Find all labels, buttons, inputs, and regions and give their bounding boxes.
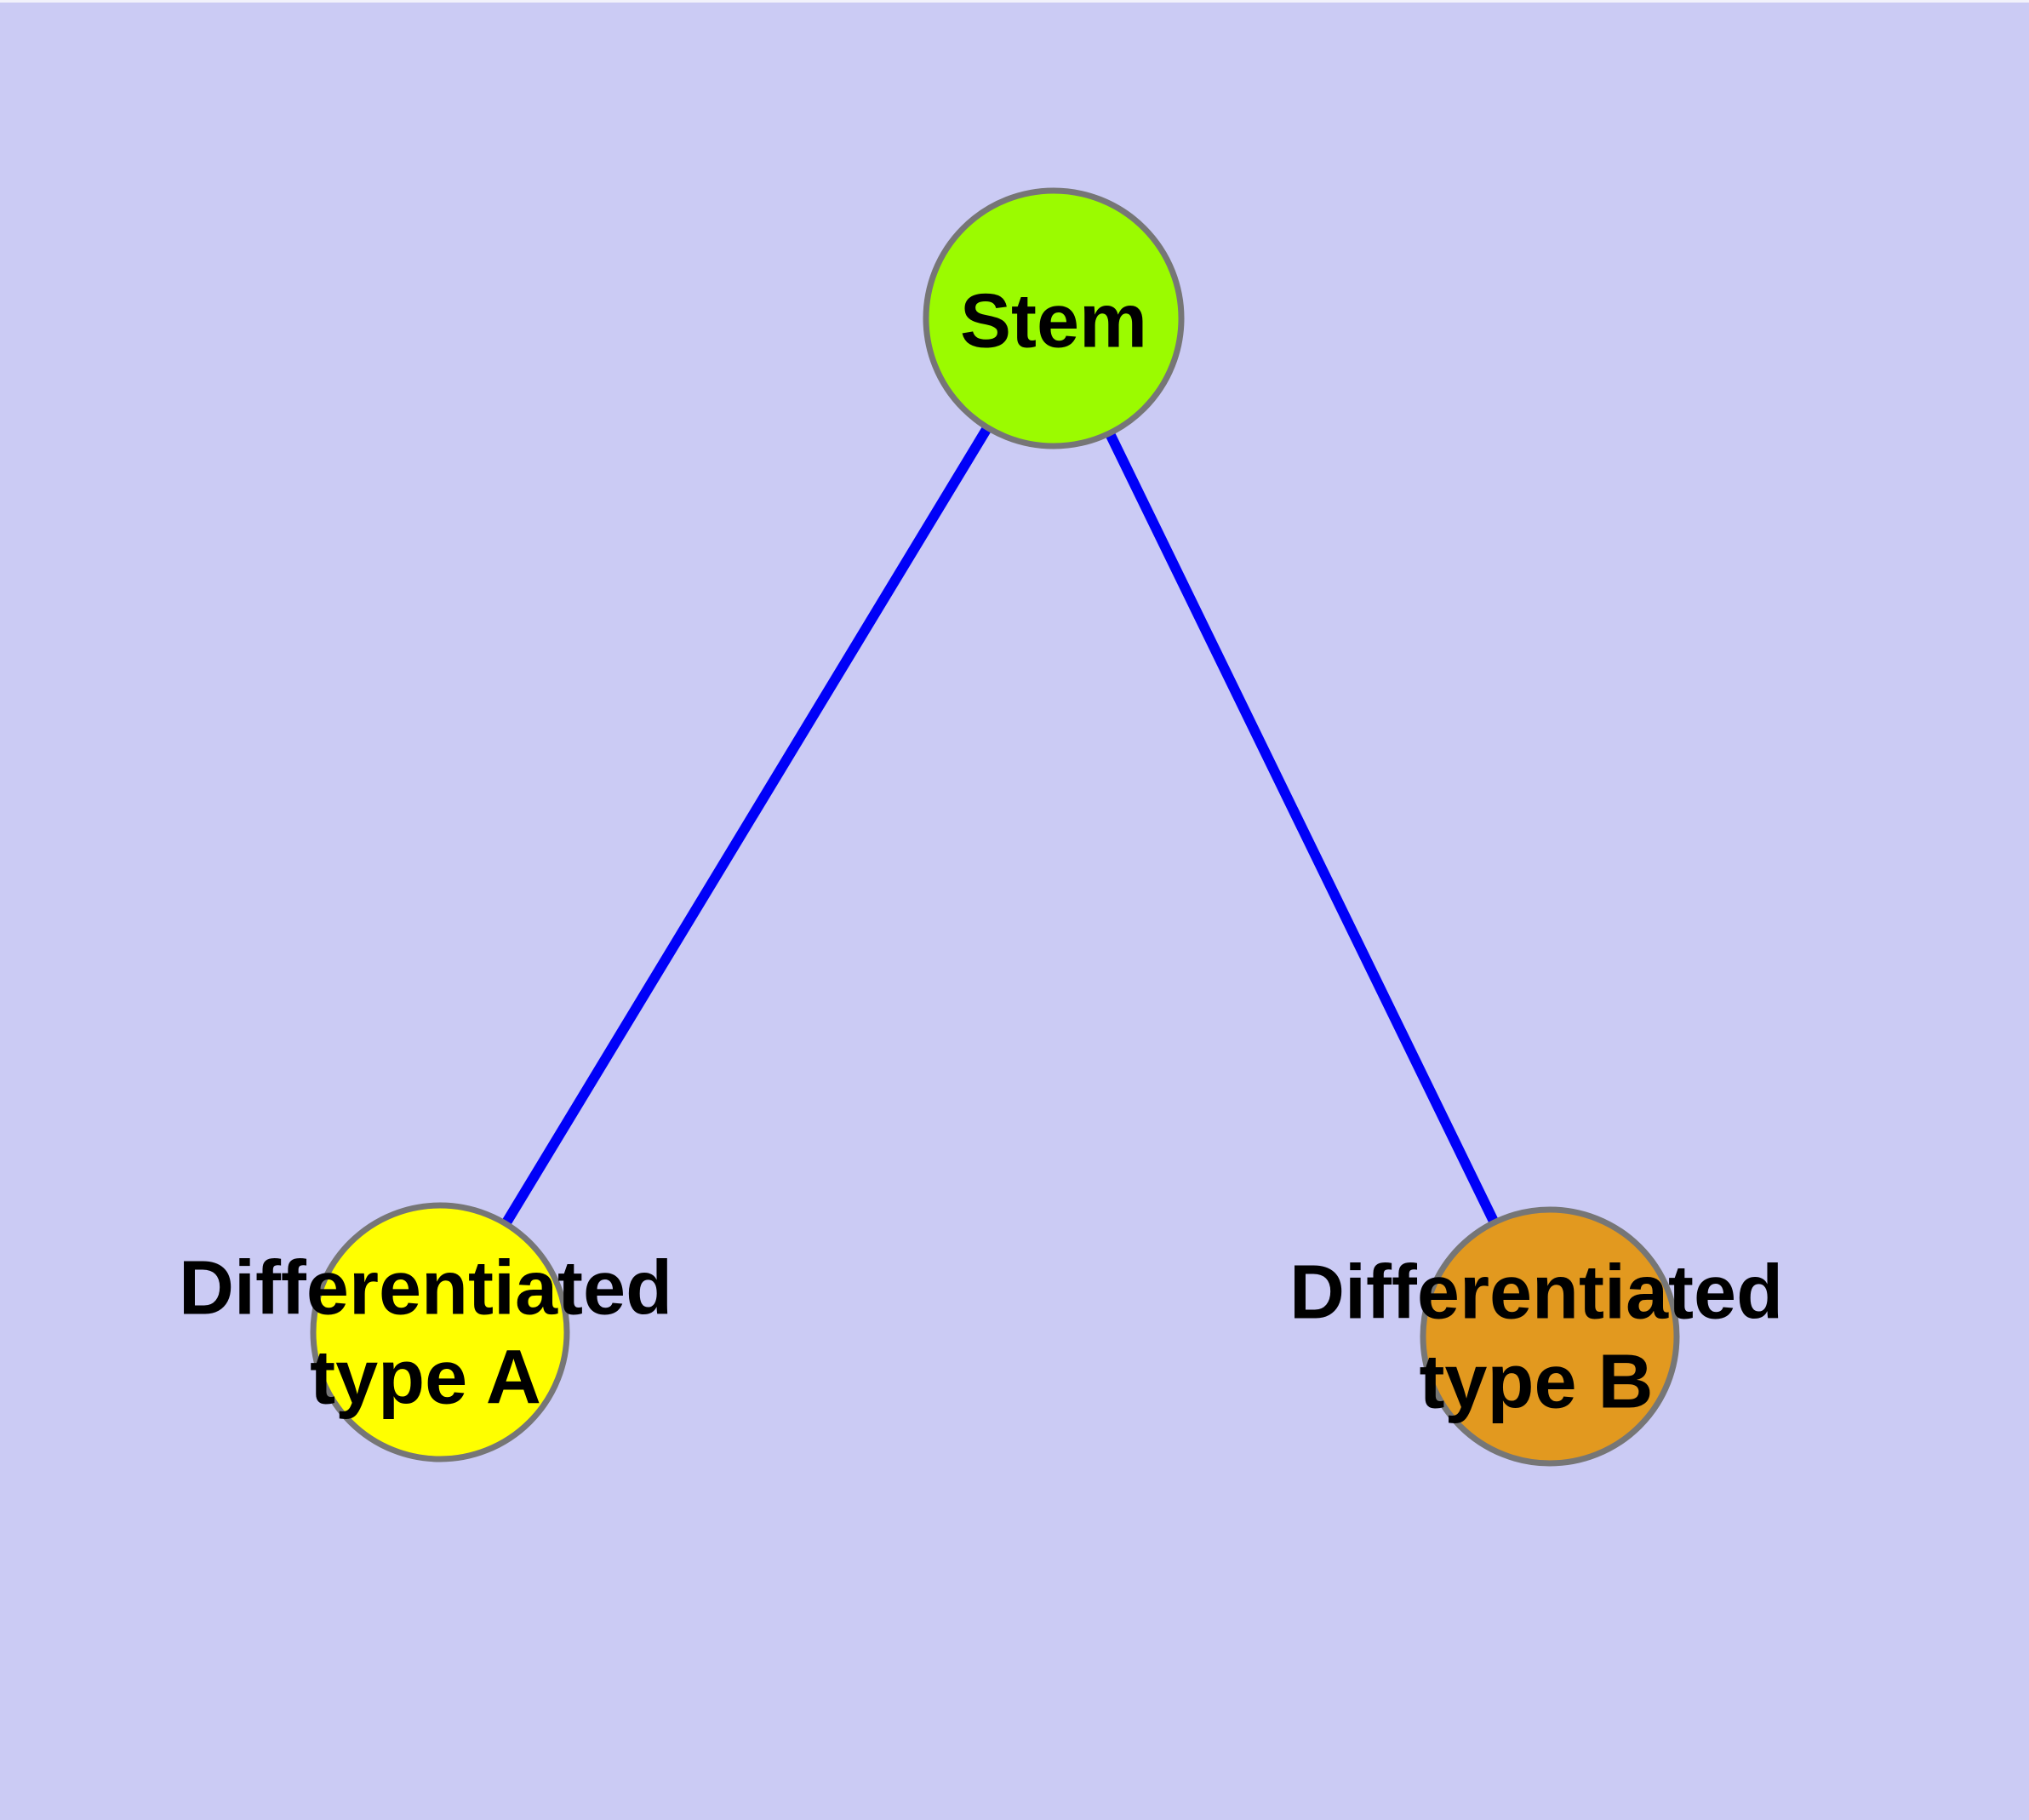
node-differentiated-type-b bbox=[1420, 1206, 1680, 1467]
node-differentiated-type-b-label: Differentiated type B bbox=[1289, 1250, 1784, 1425]
edge-stem-to-type-b bbox=[1049, 316, 1555, 1339]
node-differentiated-type-a-label: Differentiated type A bbox=[178, 1245, 673, 1421]
edge-stem-to-type-a bbox=[435, 315, 1059, 1336]
top-edge-strip bbox=[0, 0, 2029, 3]
node-differentiated-type-a bbox=[310, 1202, 570, 1462]
node-stem bbox=[923, 187, 1185, 449]
node-stem-label: Stem bbox=[959, 278, 1148, 364]
